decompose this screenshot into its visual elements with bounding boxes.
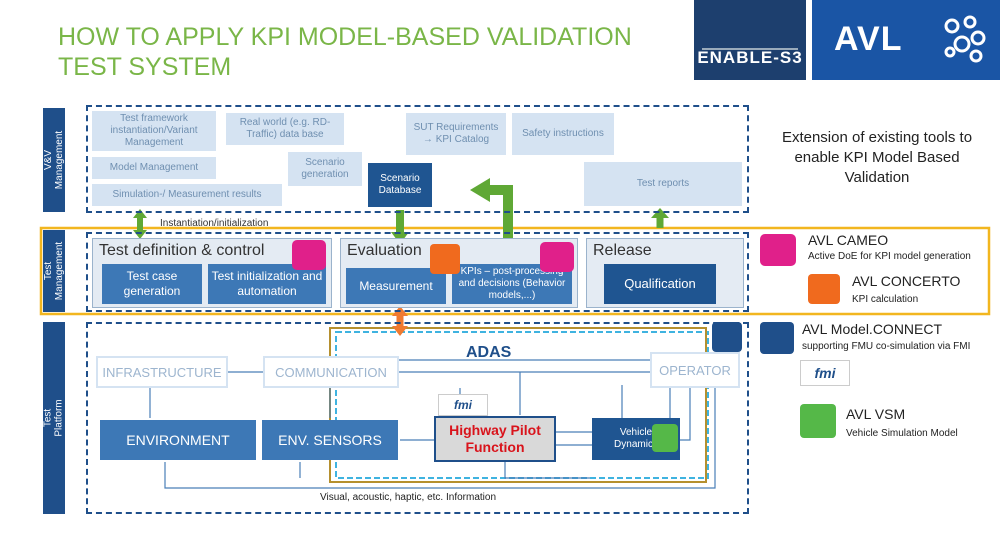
avl-vsm-icon: [800, 404, 836, 438]
safety-instructions-box: Safety instructions: [512, 113, 614, 155]
fmi-logo: fmi: [800, 360, 850, 386]
avl-model-connect-desc: supporting FMU co-simulation via FMI: [802, 341, 971, 352]
test-platform-label: Test Platform: [43, 322, 65, 514]
concerto-icon: [430, 244, 460, 274]
vehicle-dynamics-label: Vehicle Dynamics: [614, 427, 658, 450]
environment-box: ENVIRONMENT: [100, 420, 256, 460]
test-management-panel: [86, 232, 749, 312]
qualification-box: Qualification: [604, 264, 716, 304]
avl-vsm-title: AVL VSM: [846, 406, 906, 422]
test-management-label: Test Management: [43, 230, 65, 312]
avl-dots-icon: [944, 15, 986, 63]
avl-cameo-icon: [760, 234, 796, 266]
test-initialization-box: Test initialization and automation: [208, 264, 326, 304]
extension-text: Extension of existing tools to enable KP…: [781, 129, 973, 186]
test-platform-panel: [86, 322, 749, 514]
model-management-box: Model Management: [92, 157, 216, 179]
infrastructure-box: INFRASTRUCTURE: [96, 356, 228, 388]
test-mgmt-frame: [39, 226, 991, 316]
avl-concerto-desc: KPI calculation: [852, 294, 919, 305]
orange-arrow: [392, 306, 408, 336]
test-case-generation-box: Test case generation: [102, 264, 202, 304]
test-definition-label: Test definition & control: [99, 242, 265, 259]
measurement-box: Measurement: [346, 268, 446, 304]
cameo-icon-2: [540, 242, 574, 272]
enable-logo-text: ENABLE-S3: [697, 48, 803, 67]
test-reports-box: Test reports: [584, 162, 742, 206]
avl-logo-text: AVL: [834, 20, 903, 58]
skyline-icon: [702, 38, 798, 50]
title-line-1: HOW TO APPLY KPI MODEL-BASED VALIDATION: [58, 23, 632, 51]
simulation-results-box: Simulation-/ Measurement results: [92, 184, 282, 206]
avl-model-connect-icon: [760, 322, 794, 354]
vv-management-panel: [86, 105, 749, 213]
communication-box: COMMUNICATION: [263, 356, 399, 388]
fmi-badge: fmi: [438, 394, 488, 416]
avl-cameo-title: AVL CAMEO: [808, 232, 889, 248]
vsm-car-icon: [652, 424, 678, 452]
adas-label: ADAS: [466, 344, 512, 361]
green-arrow-up-left: [470, 178, 490, 202]
avl-vsm-desc: Vehicle Simulation Model: [846, 428, 958, 439]
test-framework-box: Test framework instantiation/Variant Man…: [92, 111, 216, 151]
cameo-icon: [292, 240, 326, 270]
title-line-2: TEST SYSTEM: [58, 53, 232, 81]
slide-title: HOW TO APPLY KPI MODEL-BASED VALIDATION …: [58, 22, 632, 82]
highway-pilot-box: Highway Pilot Function: [434, 416, 556, 462]
enable-s3-logo: ENABLE-S3: [694, 0, 806, 80]
model-connect-icon-small: [712, 322, 742, 352]
avl-model-connect-title: AVL Model.CONNECT: [802, 321, 943, 337]
release-label: Release: [593, 242, 652, 259]
scenario-database-box: Scenario Database: [368, 163, 432, 207]
avl-concerto-icon: [808, 274, 840, 304]
sut-requirements-box: SUT Requirements → KPI Catalog: [406, 113, 506, 155]
real-world-db-box: Real world (e.g. RD-Traffic) data base: [226, 113, 344, 145]
instantiation-label: Instantiation/initialization: [160, 218, 269, 229]
evaluation-label: Evaluation: [347, 242, 422, 259]
avl-concerto-title: AVL CONCERTO: [852, 273, 961, 289]
env-sensors-box: ENV. SENSORS: [262, 420, 398, 460]
avl-cameo-desc: Active DoE for KPI model generation: [808, 251, 971, 262]
avl-logo: AVL: [812, 0, 1000, 80]
information-label: Visual, acoustic, haptic, etc. Informati…: [320, 492, 497, 503]
vv-management-label: V&V Management: [43, 108, 65, 212]
scenario-generation-box: Scenario generation: [288, 152, 362, 186]
operator-box: OPERATOR: [650, 352, 740, 388]
